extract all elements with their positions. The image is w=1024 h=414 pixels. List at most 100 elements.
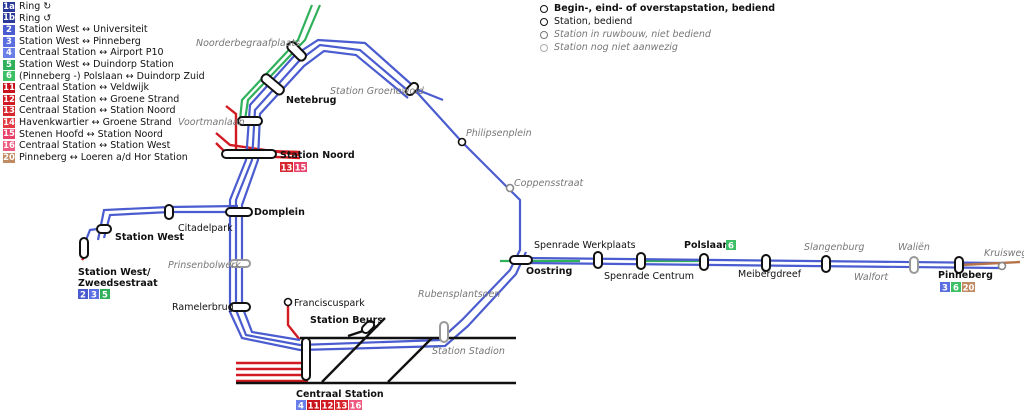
legend-label: Station West ↔ Pinneberg — [19, 35, 141, 47]
line-badge-bg — [307, 400, 320, 410]
station-legend: Begin-, eind- of overstapstation, bedien… — [540, 2, 775, 54]
legend-row: 13 Centraal Station ↔ Station Noord — [3, 105, 205, 117]
label-rubensplantsoen: Rubensplantsoen — [418, 289, 500, 300]
legend-label: Centraal Station ↔ Airport P10 — [19, 47, 164, 59]
line-badge: 15 — [3, 129, 15, 140]
label-station-west-zweed-2: Zweedsestraat — [78, 278, 158, 289]
line-badge: 20 — [3, 152, 15, 163]
label-station-west: Station West — [115, 232, 184, 243]
line-badge-text: 3 — [942, 284, 948, 294]
label-philipsenplein: Philipsenplein — [466, 128, 532, 139]
line-badge-bg — [962, 282, 975, 292]
label-ramelerbrug: Ramelerbrug — [172, 302, 234, 313]
legend-row: 15 Stenen Hoofd ↔ Station Noord — [3, 129, 205, 141]
label-spenrade-werkplaats: Spenrade Werkplaats — [534, 240, 636, 251]
line-badge-text: 3 — [91, 291, 97, 301]
legend-row: 2 Station West ↔ Universiteit — [3, 24, 205, 36]
line-badge-text: 6 — [728, 242, 734, 252]
legend-row: 16 Centraal Station ↔ Station West — [3, 140, 205, 152]
legend-label: Centraal Station ↔ Station West — [19, 140, 171, 152]
label-station-stadion: Station Stadion — [432, 346, 505, 357]
legend-row: 20 Pinneberg ↔ Loeren a/d Hor Station — [3, 152, 205, 164]
label-station-west-zweed-1: Station West/ — [78, 267, 151, 278]
line-badge-bg — [280, 162, 293, 172]
label-prinsenbolwerk: Prinsenbolwerk — [168, 260, 241, 271]
legend-row: 11 Centraal Station ↔ Veldwijk — [3, 82, 205, 94]
station-legend-label: Station in ruwbouw, niet bediend — [554, 29, 711, 40]
legend-label: Havenkwartier ↔ Groene Strand — [19, 116, 172, 128]
line-badge-bg — [726, 240, 736, 250]
line-badge-bg — [78, 289, 88, 299]
label-coppensstraat: Coppensstraat — [514, 178, 585, 189]
label-voortmanlaan: Voortmanlaan — [178, 117, 245, 128]
line-badge-bg — [89, 289, 99, 299]
station-legend-row: Station nog niet aanwezig — [540, 41, 775, 54]
label-pinneberg: Pinneberg — [938, 270, 993, 281]
line-badge: 1b — [3, 13, 15, 24]
legend-row: 4 Centraal Station ↔ Airport P10 — [3, 47, 205, 59]
black-lines — [236, 317, 516, 385]
line-badge-bg — [349, 400, 362, 410]
label-meibergdreef: Meibergdreef — [738, 269, 802, 280]
legend-label: Ring ↺ — [19, 12, 52, 24]
legend-row: 12 Centraal Station ↔ Groene Strand — [3, 94, 205, 106]
brown-line — [959, 260, 1021, 267]
station-legend-row: Station, bediend — [540, 15, 775, 28]
legend-row: 1b Ring ↺ — [3, 13, 205, 25]
label-noorderbegraafplaats: Noorderbegraafplaats — [196, 38, 300, 49]
line-badge-text: 11 — [308, 402, 320, 412]
line-badge-text: 5 — [102, 291, 108, 301]
station-legend-row: Station in ruwbouw, niet bediend — [540, 28, 775, 41]
label-spenrade-centrum: Spenrade Centrum — [604, 271, 694, 282]
label-slangenburg: Slangenburg — [804, 242, 864, 253]
label-franciscuspark: Franciscuspark — [294, 298, 365, 309]
line-badge: 11 — [3, 82, 15, 93]
line-badge-text: 2 — [80, 291, 86, 301]
label-domplein: Domplein — [254, 207, 305, 218]
label-netebrug: Netebrug — [286, 95, 336, 106]
line-badge-text: 6 — [953, 284, 959, 294]
label-station-beurs: Station Beurs — [310, 315, 383, 326]
station-marker-icon — [540, 4, 548, 13]
line-badge-bg — [940, 282, 950, 292]
line-badge: 2 — [3, 24, 15, 35]
line-badge: 16 — [3, 140, 15, 151]
station-legend-row: Begin-, eind- of overstapstation, bedien… — [540, 2, 775, 15]
station-marker-icon — [540, 43, 548, 52]
legend-label: Centraal Station ↔ Groene Strand — [19, 93, 180, 105]
line-badge-text: 20 — [963, 284, 975, 294]
line-badge-text: 15 — [295, 164, 307, 174]
line-badge-bg — [294, 162, 307, 172]
station-pills — [79, 41, 964, 381]
badges-polslaan: 6 — [726, 240, 736, 252]
line-badge: 12 — [3, 94, 15, 105]
legend-label: Stenen Hoofd ↔ Station Noord — [19, 128, 163, 140]
line-badge-text: 12 — [322, 402, 334, 412]
line-badge: 13 — [3, 106, 15, 117]
line-badge-text: 4 — [298, 402, 304, 412]
line-badge: 4 — [3, 48, 15, 59]
legend-label: Station West ↔ Universiteit — [19, 24, 148, 36]
legend-label: Centraal Station ↔ Station Noord — [19, 105, 176, 117]
label-walfort: Walfort — [854, 272, 889, 283]
station-marker-icon — [540, 30, 548, 39]
label-citadelpark: Citadelpark — [178, 223, 233, 234]
label-oostring: Oostring — [526, 266, 572, 277]
station-legend-label: Station nog niet aanwezig — [554, 42, 678, 53]
legend-label: Station West ↔ Duindorp Station — [19, 58, 174, 70]
station-legend-label: Begin-, eind- of overstapstation, bedien… — [554, 3, 776, 14]
label-station-noord: Station Noord — [280, 150, 355, 161]
line-badge-text: 13 — [336, 402, 348, 412]
legend-label: Ring ↻ — [19, 1, 52, 12]
legend-label: Pinneberg ↔ Loeren a/d Hor Station — [19, 151, 188, 163]
legend-label: Centraal Station ↔ Veldwijk — [19, 82, 150, 94]
station-marker-icon — [540, 17, 548, 26]
line-badge: 3 — [3, 36, 15, 47]
